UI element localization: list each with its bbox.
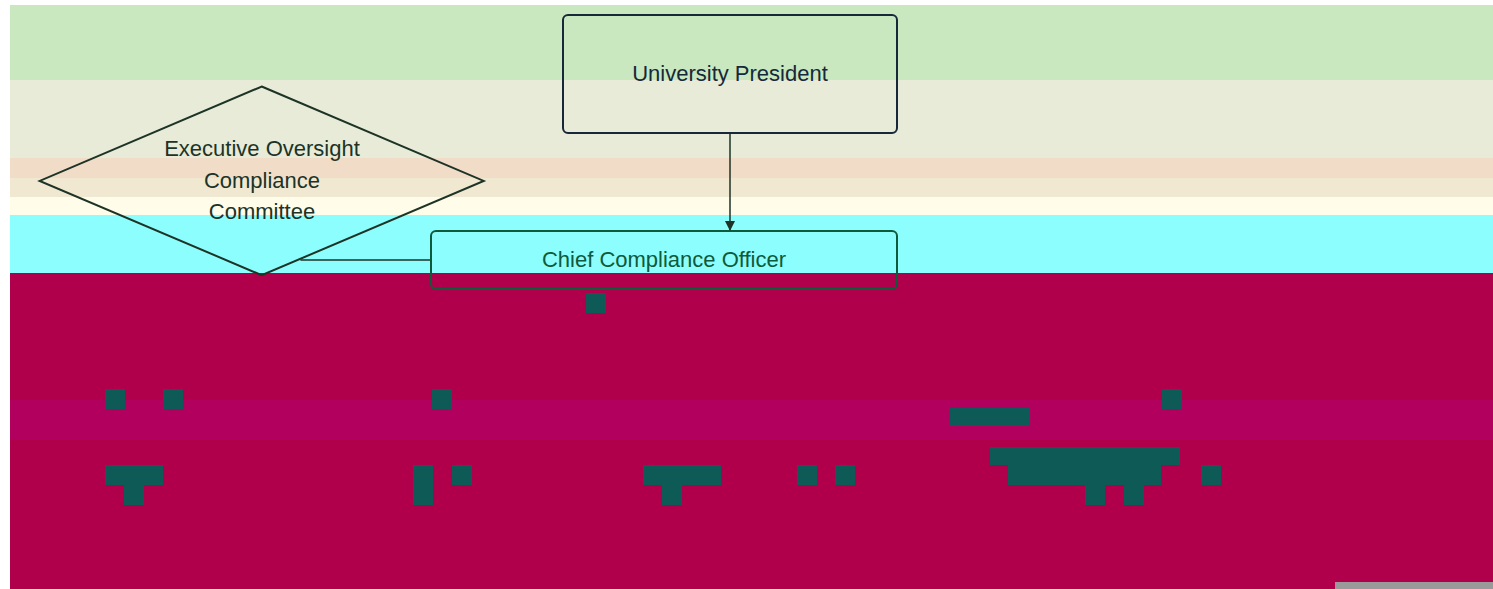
block: [1201, 465, 1221, 485]
diamond-shape: [40, 86, 484, 275]
block: [124, 465, 144, 505]
block: [990, 447, 1180, 465]
block: [1162, 389, 1182, 409]
block: [950, 408, 1030, 426]
block: [1085, 465, 1105, 505]
block: [105, 389, 125, 409]
band: [10, 400, 1493, 440]
block: [163, 389, 183, 409]
block: [413, 465, 433, 505]
band: [10, 273, 1493, 589]
decision-diamond: Executive Oversight Compliance Committee: [37, 85, 486, 277]
connector: [729, 134, 731, 230]
node-text-group: Executive Oversight Compliance Committee: [149, 133, 375, 229]
block: [1124, 465, 1144, 505]
node-text-group: Chief Compliance Officer: [542, 244, 786, 276]
block: [432, 389, 452, 409]
node-label: University President: [632, 58, 828, 90]
block: [797, 465, 817, 485]
block: [452, 465, 472, 485]
strip: [1335, 582, 1493, 589]
process-box: Chief Compliance Officer: [430, 230, 898, 290]
node-text-group: University President: [632, 58, 828, 90]
block: [662, 465, 682, 505]
node-label: Chief Compliance Officer: [542, 244, 786, 276]
node-label: Executive Oversight Compliance Committee: [149, 133, 375, 229]
block: [835, 465, 855, 485]
process-box: University President: [562, 14, 898, 134]
block: [586, 293, 606, 313]
glitch-blocks: [105, 293, 1221, 505]
connector: [300, 259, 430, 261]
